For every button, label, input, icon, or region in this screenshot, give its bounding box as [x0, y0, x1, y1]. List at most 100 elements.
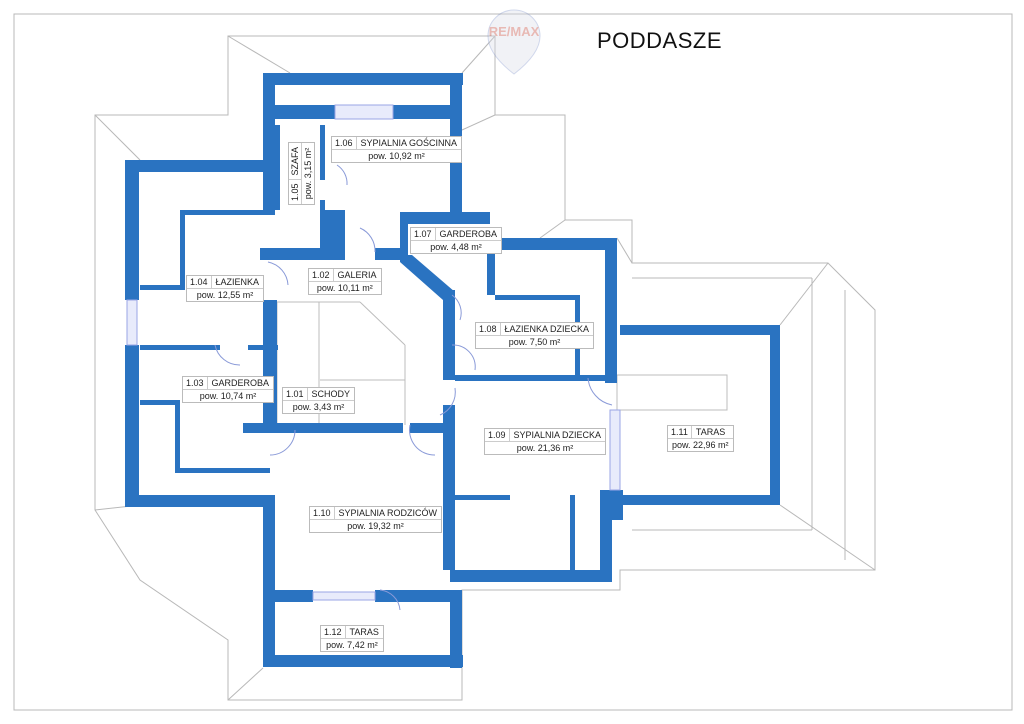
- room-number: 1.10: [310, 507, 335, 519]
- wall: [180, 210, 275, 215]
- room-number: 1.06: [332, 137, 357, 149]
- wall: [400, 212, 490, 224]
- wall: [140, 285, 185, 290]
- room-area: pow. 10,74 m²: [199, 391, 257, 401]
- wall: [487, 238, 617, 250]
- room-name: SYPIALNIA GOŚCINNA: [360, 138, 458, 148]
- room-name: TARAS: [695, 427, 726, 437]
- room-area: pow. 10,92 m²: [368, 151, 425, 161]
- room-name: SZAFA: [290, 146, 300, 176]
- room-name: ŁAZIENKA DZIECKA: [504, 324, 590, 334]
- wall: [125, 160, 275, 172]
- page-frame: [13, 13, 1013, 711]
- room-area: pow. 12,55 m²: [196, 290, 254, 300]
- wall: [410, 423, 450, 433]
- wall: [263, 655, 463, 667]
- room-number: 1.04: [187, 276, 212, 288]
- room-area: pow. 19,32 m²: [347, 521, 404, 531]
- wall: [263, 300, 277, 430]
- room-number: 1.03: [183, 377, 208, 389]
- room-area: pow. 7,50 m²: [508, 337, 561, 347]
- wall: [770, 325, 780, 505]
- logo-text: RE/MAX: [488, 24, 540, 39]
- wall: [263, 495, 275, 667]
- wall: [320, 125, 325, 180]
- wall: [393, 105, 453, 119]
- room-area: pow. 3,43 m²: [292, 402, 345, 412]
- wall: [275, 105, 335, 119]
- room-name: ŁAZIENKA: [215, 277, 260, 287]
- wall: [450, 570, 612, 582]
- wall: [125, 345, 139, 505]
- remax-logo: RE/MAX: [478, 6, 550, 76]
- wall: [620, 325, 780, 335]
- wall: [320, 210, 345, 250]
- room-number: 1.02: [309, 269, 334, 281]
- wall: [620, 495, 780, 505]
- wall: [495, 295, 580, 300]
- room-number: 1.07: [411, 228, 436, 240]
- wall: [263, 73, 275, 213]
- wall: [263, 590, 313, 602]
- wall: [450, 495, 510, 500]
- room-number: 1.09: [485, 429, 510, 441]
- room-name: SYPIALNIA RODZICÓW: [338, 508, 438, 518]
- room-number: 1.12: [321, 626, 346, 638]
- wall: [375, 590, 405, 602]
- wall: [400, 212, 408, 257]
- diagonal-wall: [400, 255, 455, 300]
- room-area: pow. 21,36 m²: [516, 443, 574, 453]
- wall: [605, 238, 617, 383]
- wall: [175, 468, 270, 473]
- room-number: 1.11: [668, 426, 692, 438]
- room-area: pow. 4,48 m²: [430, 242, 482, 252]
- room-name: GARDEROBA: [211, 378, 270, 388]
- wall: [125, 495, 265, 507]
- room-name: GARDEROBA: [439, 229, 498, 239]
- wall: [125, 160, 139, 300]
- wall: [180, 210, 185, 290]
- wall: [487, 238, 495, 295]
- room-name: SCHODY: [311, 389, 351, 399]
- wall: [455, 375, 610, 381]
- wall: [248, 345, 278, 350]
- room-label-1-05: 1.05 SZAFA pow. 3,15 m²: [288, 141, 315, 205]
- room-name: TARAS: [349, 627, 379, 637]
- wall: [140, 400, 180, 405]
- wall: [320, 200, 325, 215]
- room-area: pow. 3,15 m²: [303, 147, 313, 200]
- wall: [263, 73, 463, 85]
- wall: [443, 405, 455, 570]
- wall: [140, 345, 220, 350]
- room-area: pow. 7,42 m²: [326, 640, 378, 650]
- wall: [443, 290, 455, 380]
- room-area: pow. 22,96 m²: [672, 440, 729, 450]
- room-number: 1.01: [283, 388, 308, 400]
- room-name: GALERIA: [337, 270, 377, 280]
- room-number: 1.08: [476, 323, 501, 335]
- wall: [405, 590, 455, 602]
- wall: [450, 590, 462, 668]
- wall: [375, 248, 405, 260]
- wall: [175, 400, 180, 470]
- room-name: SYPIALNIA DZIECKA: [513, 430, 602, 440]
- roof-outline: [94, 35, 876, 701]
- wall: [260, 248, 345, 260]
- room-number: 1.05: [289, 179, 301, 204]
- wall: [275, 125, 280, 210]
- room-area: pow. 10,11 m²: [316, 283, 373, 293]
- wall: [570, 495, 575, 570]
- floor-title: PODDASZE: [597, 28, 723, 53]
